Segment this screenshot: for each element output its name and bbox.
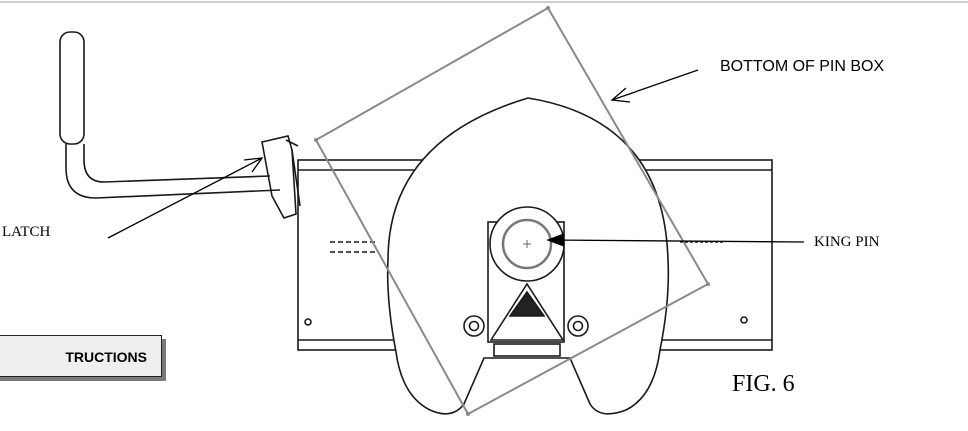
latch-body <box>261 135 297 219</box>
label-bottom-of-pin-box: BOTTOM OF PIN BOX <box>720 58 885 75</box>
crank-grip <box>59 31 85 145</box>
crank-arm-inner <box>83 144 271 183</box>
crank-arm <box>65 144 281 199</box>
pin-box-corner-4 <box>466 412 470 416</box>
frame-hole-left <box>304 318 312 326</box>
bolt-left-inner <box>468 320 480 332</box>
instructions-tab-label: TRUCTIONS <box>65 349 147 365</box>
frame-hole-right <box>740 316 748 324</box>
pin-box-corner-1 <box>314 138 318 142</box>
label-king-pin: KING PIN <box>814 234 880 250</box>
pin-box-corner-2 <box>546 6 550 10</box>
fifth-wheel-plate <box>386 97 670 415</box>
label-latch: LATCH <box>2 224 51 240</box>
throat-triangle-dark <box>508 290 546 317</box>
pinbox-arrow-line <box>611 69 699 101</box>
crank-handle <box>59 31 281 199</box>
kingpin-arrow-line <box>547 239 805 243</box>
latch-arrow-line <box>107 157 263 239</box>
figure-caption: FIG. 6 <box>732 371 795 397</box>
latch-arrow-head <box>243 157 264 173</box>
kingpin-arrow-head <box>546 233 565 247</box>
latch-edge2 <box>285 139 299 147</box>
lock-block <box>493 343 561 357</box>
bolt-right-inner <box>572 320 584 332</box>
instructions-tab[interactable]: TRUCTIONS <box>0 335 162 377</box>
leader-arrows <box>107 69 805 247</box>
latch <box>261 135 301 219</box>
kingpin-cross <box>523 240 531 248</box>
pin-box-corner-3 <box>706 282 710 286</box>
pinbox-arrow-head <box>610 87 631 103</box>
